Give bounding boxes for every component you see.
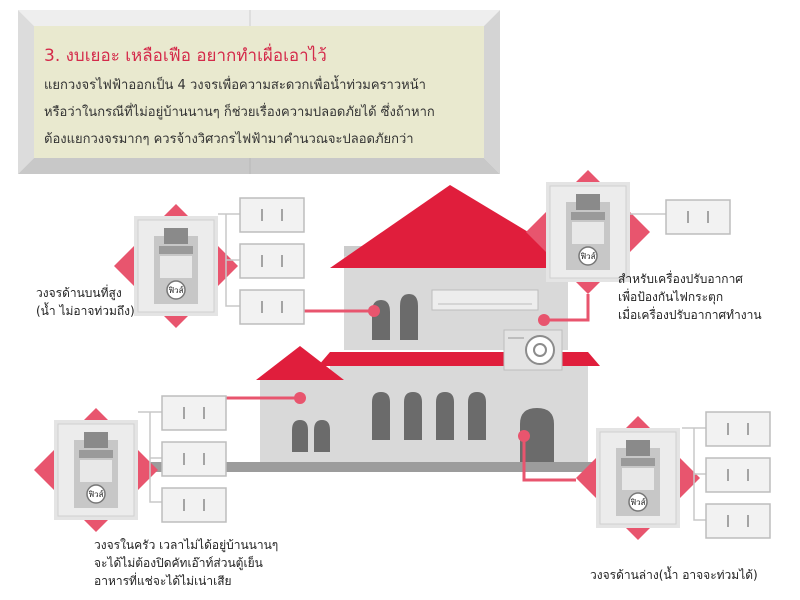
outlet-upper-1 [239,197,305,233]
outlet-kitchen-3 [161,487,227,523]
aircon-outdoor-unit [503,329,563,371]
caption-lower-line-1: วงจรด้านล่าง(น้ำ อาจจะท่วมได้) [590,568,758,582]
caption-kitchen-line-1: วงจรในครัว เวลาไม่ได้อยู่บ้านนานๆ [94,538,279,552]
description-line-1: แยกวงจรไฟฟ้าออกเป็น 4 วงจรเพื่อความสะดวก… [44,78,426,93]
fuse-label: ฟิวส์ [88,489,103,499]
outlet-upper-3 [239,289,305,325]
caption-kitchen-line-3: อาหารที่แช่จะได้ไม่เน่าเสีย [94,574,232,588]
wire-aircon-circuit [544,294,590,322]
caption-upper-line-1: วงจรด้านบนที่สูง [36,286,122,300]
caption-aircon-circuit: สำหรับเครื่องปรับอากาศ เพื่อป้องกันไฟกระ… [618,270,762,324]
outlet-kitchen-2 [161,441,227,477]
caption-aircon-line-3: เมื่อเครื่องปรับอากาศทำงาน [618,308,762,322]
description-line-2: หรือว่าในกรณีที่ไม่อยู่บ้านนานๆ ก็ช่วยเร… [44,105,435,120]
main-house [318,185,600,462]
caption-kitchen-line-2: จะได้ไม่ต้องปิดคัทเอ๊าท์ส่วนตู้เย็น [94,556,263,570]
fuse-box-aircon: ฟิวส์ [526,170,650,294]
description-line-3: ต้องแยกวงจรมากๆ ควรจ้างวิศวกรไฟฟ้ามาคำนว… [44,132,414,147]
fuse-label: ฟิวส์ [580,251,595,261]
title-frame [18,10,500,174]
section-title: 3. งบเยอะ เหลือเฟือ อยากทำเผื่อเอาไว้ [44,46,327,66]
wire-upper-endpoint [368,305,380,317]
fuse-box-upper: ฟิวส์ [114,204,238,328]
fuse-label: ฟิวส์ [168,285,183,295]
wire-kitchen-endpoint [294,392,306,404]
caption-upper-line-2: (น้ำ ไม่อาจท่วมถึง) [36,304,135,318]
wire-lower-circuit [522,436,576,482]
outlet-aircon-1 [665,199,731,235]
outlet-upper-2 [239,243,305,279]
outlet-lower-3 [705,503,771,539]
fuse-box-kitchen: ฟิวส์ [34,408,158,532]
outlet-branch-lower [682,427,706,521]
caption-kitchen-circuit: วงจรในครัว เวลาไม่ได้อยู่บ้านนานๆ จะได้ไ… [94,536,278,590]
caption-upper-circuit: วงจรด้านบนที่สูง (น้ำ ไม่อาจท่วมถึง) [36,284,135,320]
caption-aircon-line-2: เพื่อป้องกันไฟกระตุก [618,290,724,304]
fuse-label: ฟิวส์ [630,497,645,507]
outlet-lower-2 [705,457,771,493]
caption-lower-circuit: วงจรด้านล่าง(น้ำ อาจจะท่วมได้) [590,566,758,584]
wire-lower-endpoint [518,430,530,442]
ground-line [120,462,640,472]
outlet-branch-kitchen [138,411,162,503]
caption-aircon-line-1: สำหรับเครื่องปรับอากาศ [618,272,743,286]
outlet-branch-upper [218,213,240,307]
wire-aircon-endpoint [538,314,550,326]
fuse-box-lower: ฟิวส์ [576,416,700,540]
outlet-kitchen-1 [161,395,227,431]
outlet-lower-1 [705,411,771,447]
